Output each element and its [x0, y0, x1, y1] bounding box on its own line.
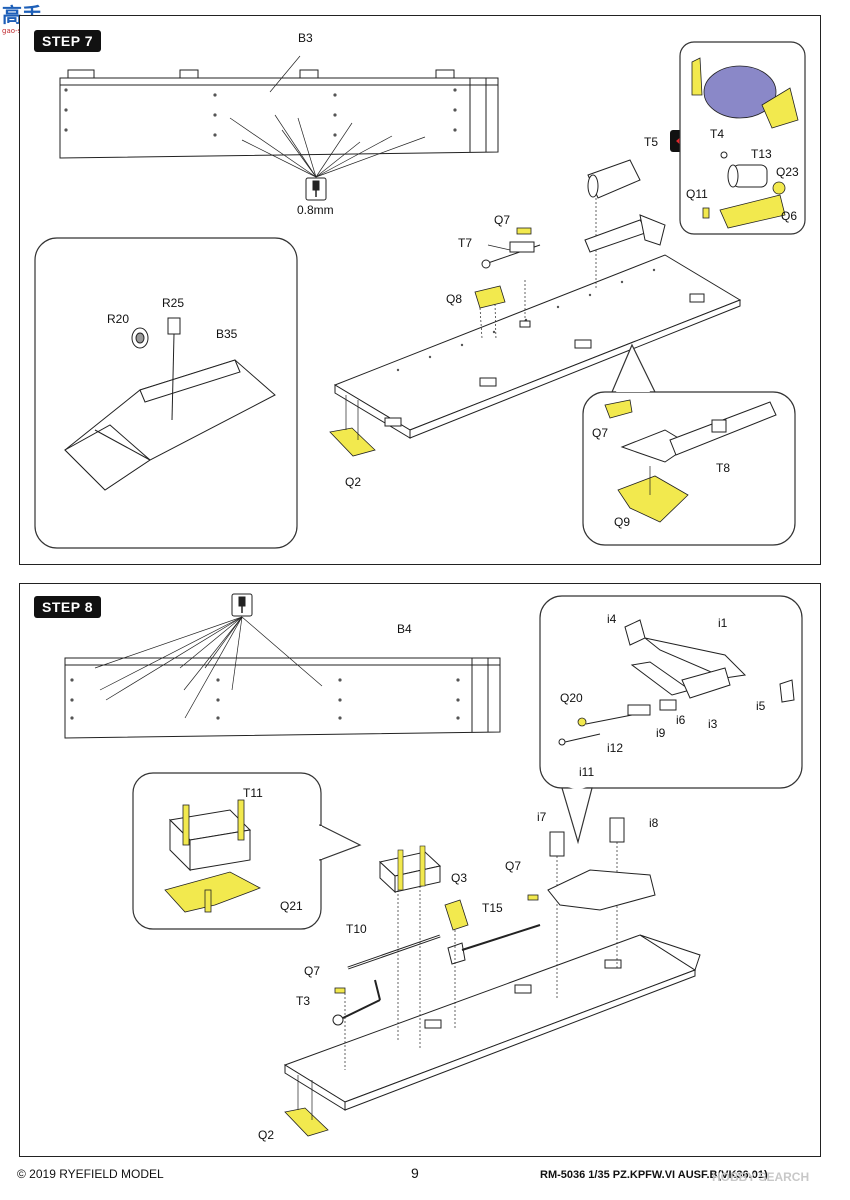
i8-part	[609, 817, 625, 970]
t11-hull-part	[378, 851, 442, 894]
label-i1: i1	[718, 616, 728, 630]
b4-leader-lines	[94, 616, 323, 719]
q8-part	[474, 285, 506, 309]
q20-part	[577, 717, 587, 727]
label-i12: i12	[607, 741, 624, 755]
label-q23: Q23	[776, 165, 799, 179]
t3-part	[332, 979, 381, 1026]
label-drill: 0.8mm	[297, 203, 334, 217]
q7-step8-part	[527, 894, 539, 901]
b3-holes	[64, 88, 457, 137]
q21-part	[164, 871, 261, 913]
label-q7: Q7	[494, 213, 511, 227]
label-i6: i6	[676, 713, 686, 727]
t7-leader	[487, 244, 511, 251]
q3-part	[444, 899, 469, 931]
linkage-parts	[558, 619, 795, 746]
t8-part	[620, 401, 777, 463]
label-q8: Q8	[446, 292, 463, 306]
label-t13: T13	[751, 147, 772, 161]
q6-part	[719, 194, 786, 229]
t7-part	[481, 241, 541, 269]
t10-part	[347, 934, 441, 970]
label-i9: i9	[656, 726, 666, 740]
t4-part	[720, 151, 728, 159]
label-t4: T4	[710, 127, 725, 141]
q2-part	[329, 427, 376, 457]
label-q9: Q9	[614, 515, 631, 529]
t15-part	[447, 924, 541, 965]
label-q11: Q11	[686, 187, 708, 201]
r20-part	[131, 327, 149, 349]
label-t8: T8	[716, 461, 731, 475]
t11-part	[168, 809, 252, 872]
r25-part	[167, 317, 181, 421]
drill-icon	[305, 177, 327, 201]
footer-page-number: 9	[411, 1165, 419, 1181]
hull-dots	[396, 268, 656, 372]
footer-copyright: © 2019 RYEFIELD MODEL	[17, 1167, 164, 1181]
q7b-step8-part	[334, 987, 346, 994]
linkage-hull-part	[547, 869, 656, 911]
b4-plate	[64, 657, 501, 739]
hull-floor	[333, 254, 742, 439]
q23-part	[772, 181, 786, 195]
hull-floor-step8	[283, 934, 701, 1111]
t13-render	[691, 57, 799, 129]
label-r20: R20	[107, 312, 130, 326]
footer-product: RM-5036 1/35 PZ.KPFW.VI AUSF.B(VK36.01)	[540, 1169, 768, 1181]
label-b35: B35	[216, 327, 238, 341]
label-i5: i5	[756, 699, 766, 713]
label-q3: Q3	[451, 871, 468, 885]
label-t11: T11	[243, 786, 263, 800]
label-q21: Q21	[280, 899, 303, 913]
q7-callout-part	[604, 399, 633, 419]
b3-leader-lines	[229, 55, 426, 178]
watermark: HOBBY SEARCH	[712, 1170, 810, 1184]
q11-part	[702, 207, 710, 219]
label-i3: i3	[708, 717, 718, 731]
label-q7-callout: Q7	[592, 426, 609, 440]
b4-holes	[70, 678, 460, 720]
drill-icon-step8	[231, 593, 253, 617]
label-q7b: Q7	[304, 964, 321, 978]
t13-part	[727, 164, 768, 188]
step7-badge: STEP 7	[34, 30, 101, 52]
label-q7: Q7	[505, 859, 522, 873]
label-q2: Q2	[345, 475, 362, 489]
i7-part	[549, 831, 565, 1000]
label-t15: T15	[482, 901, 503, 915]
label-q2-step8: Q2	[258, 1128, 275, 1142]
t5-arm	[584, 214, 666, 253]
label-i7: i7	[537, 810, 547, 824]
label-t7: T7	[458, 236, 473, 250]
label-i11: i11	[579, 765, 595, 779]
label-r25: R25	[162, 296, 185, 310]
q2-step8-part	[284, 1107, 329, 1137]
label-t10: T10	[346, 922, 367, 936]
step8-badge: STEP 8	[34, 596, 101, 618]
label-b3: B3	[298, 31, 313, 45]
b35-part	[64, 359, 276, 491]
q7-part	[516, 227, 532, 235]
label-t5: T5	[644, 135, 659, 149]
label-b4: B4	[397, 622, 412, 636]
label-i4: i4	[607, 612, 617, 626]
label-q6: Q6	[781, 209, 798, 223]
label-q20: Q20	[560, 691, 583, 705]
t5-part	[587, 159, 641, 199]
q9-part	[617, 475, 689, 523]
label-t3: T3	[296, 994, 311, 1008]
label-i8: i8	[649, 816, 659, 830]
